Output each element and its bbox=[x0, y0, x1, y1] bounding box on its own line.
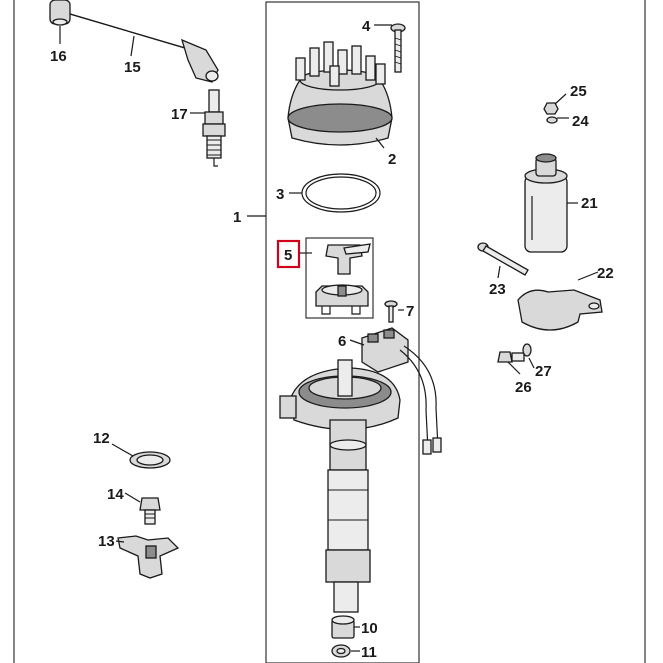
callout-26: 26 bbox=[515, 379, 532, 396]
callout-25: 25 bbox=[570, 83, 587, 100]
callout-14: 14 bbox=[107, 486, 124, 503]
callout-12: 12 bbox=[93, 430, 110, 447]
ignition-coil[interactable] bbox=[524, 153, 568, 253]
callout-3: 3 bbox=[276, 186, 284, 203]
rotor-kit-box bbox=[305, 237, 374, 319]
o-ring[interactable] bbox=[301, 173, 381, 213]
coil-nut[interactable] bbox=[543, 102, 559, 115]
callout-23: 23 bbox=[489, 281, 506, 298]
distributor-gasket[interactable] bbox=[129, 451, 171, 469]
distributor-assembly-frame bbox=[265, 1, 420, 663]
callout-22: 22 bbox=[597, 265, 614, 282]
distributor-housing[interactable] bbox=[279, 359, 401, 613]
drive-gear[interactable] bbox=[331, 615, 355, 639]
callout-27: 27 bbox=[535, 363, 552, 380]
module-screw[interactable] bbox=[384, 300, 398, 323]
callout-1: 1 bbox=[233, 209, 241, 226]
spark-plug-wire[interactable] bbox=[49, 0, 219, 83]
callout-16: 16 bbox=[50, 48, 67, 65]
callout-7: 7 bbox=[406, 303, 414, 320]
o-ring-inner bbox=[305, 176, 377, 210]
bracket-bolt[interactable] bbox=[497, 351, 525, 363]
coil-washer[interactable] bbox=[546, 116, 558, 124]
distributor-cap[interactable] bbox=[287, 41, 393, 146]
callout-2: 2 bbox=[388, 151, 396, 168]
callout-17: 17 bbox=[171, 106, 188, 123]
mounting-bolt[interactable] bbox=[477, 242, 529, 276]
callout-13: 13 bbox=[98, 533, 115, 550]
spark-plug[interactable] bbox=[202, 89, 226, 167]
leader-lines bbox=[59, 24, 599, 652]
callout-5-highlight bbox=[276, 239, 301, 269]
bracket-washer[interactable] bbox=[522, 343, 532, 357]
callout-21: 21 bbox=[581, 195, 598, 212]
callout-5: 5 bbox=[284, 247, 292, 264]
callout-10: 10 bbox=[361, 620, 378, 637]
callout-6: 6 bbox=[338, 333, 346, 350]
shaft-washer[interactable] bbox=[331, 644, 351, 658]
hold-down-clamp[interactable] bbox=[117, 535, 180, 579]
rotor[interactable] bbox=[325, 243, 371, 275]
coil-bracket[interactable] bbox=[517, 289, 603, 331]
cap-screw[interactable] bbox=[390, 23, 406, 73]
callout-11: 11 bbox=[361, 644, 377, 661]
callout-15: 15 bbox=[124, 59, 141, 76]
reluctor-wheel[interactable] bbox=[315, 284, 369, 315]
ignition-module[interactable] bbox=[361, 327, 442, 455]
callout-24: 24 bbox=[572, 113, 589, 130]
hold-down-bolt[interactable] bbox=[139, 497, 161, 525]
callout-4: 4 bbox=[362, 18, 371, 35]
